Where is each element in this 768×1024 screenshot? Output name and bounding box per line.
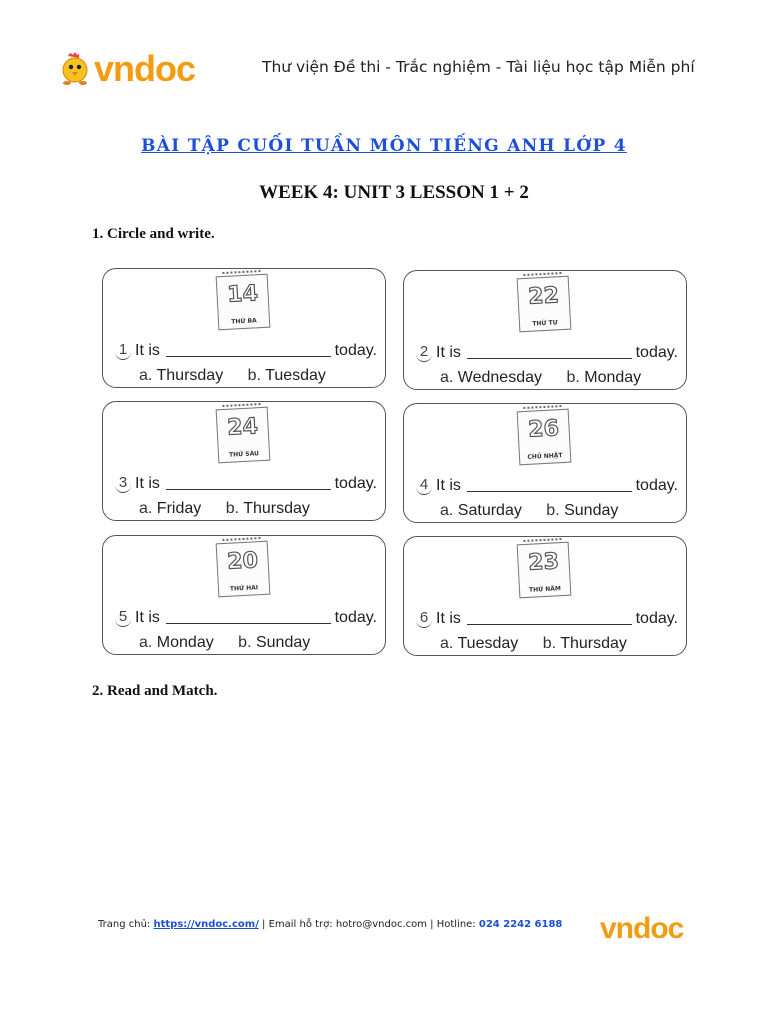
calendar-icon: 23 THỨ NĂM — [516, 538, 572, 599]
question-line: 1 It is today. — [115, 341, 377, 360]
answer-blank[interactable] — [165, 622, 331, 624]
option-b[interactable]: Thursday — [560, 635, 627, 652]
calendar-icon: 22 THỨ TƯ — [516, 272, 572, 333]
answer-blank[interactable] — [466, 490, 632, 492]
question-number: 4 — [416, 476, 432, 495]
question-prefix: It is — [135, 342, 160, 359]
logo-text: vndoc — [94, 48, 196, 89]
question-number: 5 — [115, 608, 131, 627]
option-b[interactable]: Sunday — [255, 634, 311, 651]
answer-options: a. Saturday b. Sunday — [440, 502, 619, 519]
section-2-heading: 2. Read and Match. — [92, 683, 218, 699]
header-logo: vndoc — [58, 48, 196, 89]
question-suffix: today. — [334, 342, 377, 359]
question-number: 2 — [416, 343, 432, 362]
answer-options: a. Monday b. Sunday — [139, 634, 311, 651]
footer-hotline: 024 2242 6188 — [478, 919, 563, 930]
question-line: 6 It is today. — [416, 609, 678, 628]
question-number: 1 — [115, 341, 131, 360]
calendar-day: THỨ NĂM — [528, 585, 562, 594]
exercise-card-5: 20 THỨ HAI 5 It is today. a. Monday b. S… — [102, 535, 386, 655]
question-suffix: today. — [635, 344, 678, 361]
option-a[interactable]: Tuesday — [457, 635, 519, 652]
calendar-date: 22 — [527, 283, 560, 311]
option-a[interactable]: Saturday — [457, 502, 522, 519]
calendar-day: THỨ BA — [231, 317, 257, 326]
answer-options: a. Friday b. Thursday — [139, 500, 310, 517]
question-prefix: It is — [436, 477, 461, 494]
calendar-icon: 20 THỨ HAI — [215, 537, 271, 598]
question-prefix: It is — [135, 609, 160, 626]
calendar-icon: 14 THỨ BA — [215, 270, 271, 331]
calendar-icon: 26 CHỦ NHẬT — [516, 405, 572, 466]
question-number: 6 — [416, 609, 432, 628]
calendar-day: THỨ TƯ — [532, 319, 558, 328]
calendar-date: 20 — [226, 548, 259, 576]
question-prefix: It is — [135, 475, 160, 492]
answer-options: a. Wednesday b. Monday — [440, 369, 642, 386]
answer-options: a. Tuesday b. Thursday — [440, 635, 627, 652]
footer-home-link[interactable]: https://vndoc.com/ — [153, 919, 259, 930]
calendar-day: THỨ SÁU — [228, 450, 260, 459]
week-title: WEEK 4: UNIT 3 LESSON 1 + 2 — [259, 182, 529, 203]
question-suffix: today. — [334, 475, 377, 492]
footer-logo: vndoc — [600, 912, 684, 945]
page-title: BÀI TẬP CUỐI TUẦN MÔN TIẾNG ANH LỚP 4 — [141, 136, 627, 156]
calendar-day: THỨ HAI — [229, 584, 259, 593]
exercise-card-6: 23 THỨ NĂM 6 It is today. a. Tuesday b. … — [403, 536, 687, 656]
option-a[interactable]: Friday — [156, 500, 202, 517]
header-tagline: Thư viện Đề thi - Trắc nghiệm - Tài liệu… — [262, 58, 695, 76]
answer-blank[interactable] — [466, 623, 632, 625]
question-prefix: It is — [436, 344, 461, 361]
option-b[interactable]: Thursday — [243, 500, 310, 517]
option-b[interactable]: Tuesday — [265, 367, 326, 384]
question-suffix: today. — [635, 610, 678, 627]
option-a[interactable]: Monday — [156, 634, 214, 651]
option-a[interactable]: Thursday — [156, 367, 224, 384]
question-line: 3 It is today. — [115, 474, 377, 493]
footer: Trang chủ: https://vndoc.com/ | Email hỗ… — [98, 919, 562, 930]
footer-home-label: Trang chủ: — [98, 919, 151, 930]
exercise-card-1: 14 THỨ BA 1 It is today. a. Thursday b. … — [102, 268, 386, 388]
answer-options: a. Thursday b. Tuesday — [139, 367, 326, 384]
calendar-date: 24 — [226, 414, 259, 442]
section-1-heading: 1. Circle and write. — [92, 226, 215, 242]
question-suffix: today. — [334, 609, 377, 626]
answer-blank[interactable] — [466, 357, 632, 359]
question-line: 2 It is today. — [416, 343, 678, 362]
calendar-date: 14 — [226, 281, 259, 309]
footer-email: | Email hỗ trợ: hotro@vndoc.com | Hotlin… — [262, 919, 476, 930]
question-prefix: It is — [436, 610, 461, 627]
question-number: 3 — [115, 474, 131, 493]
exercise-card-2: 22 THỨ TƯ 2 It is today. a. Wednesday b.… — [403, 270, 687, 390]
calendar-icon: 24 THỨ SÁU — [215, 403, 271, 464]
answer-blank[interactable] — [165, 355, 331, 357]
exercise-card-3: 24 THỨ SÁU 3 It is today. a. Friday b. T… — [102, 401, 386, 521]
question-suffix: today. — [635, 477, 678, 494]
chick-mascot-icon — [58, 50, 92, 88]
calendar-date: 26 — [527, 416, 560, 444]
calendar-day: CHỦ NHẬT — [527, 452, 563, 461]
exercise-card-4: 26 CHỦ NHẬT 4 It is today. a. Saturday b… — [403, 403, 687, 523]
option-b[interactable]: Monday — [584, 369, 642, 386]
question-line: 5 It is today. — [115, 608, 377, 627]
option-a[interactable]: Wednesday — [457, 369, 542, 386]
calendar-date: 23 — [527, 549, 560, 577]
option-b[interactable]: Sunday — [564, 502, 619, 519]
question-line: 4 It is today. — [416, 476, 678, 495]
answer-blank[interactable] — [165, 488, 331, 490]
